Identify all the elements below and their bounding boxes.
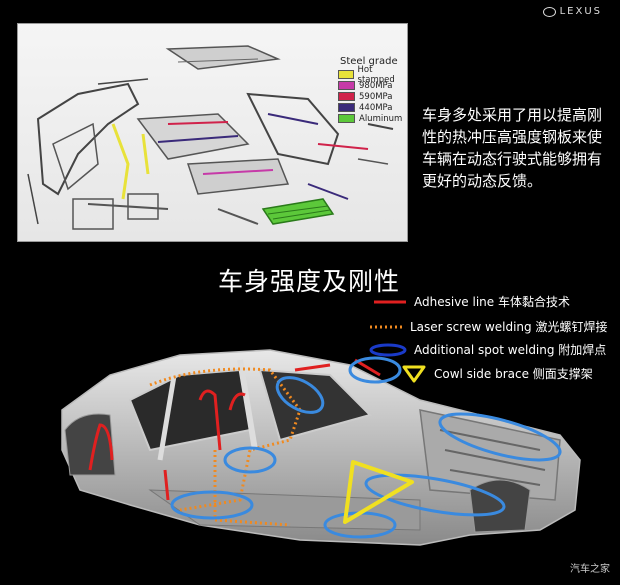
legend-swatch xyxy=(338,114,355,123)
headline: 车身强度及刚性 xyxy=(218,267,401,296)
red-line-icon xyxy=(374,300,406,303)
car-body-figure xyxy=(0,300,620,585)
orange-dots-icon xyxy=(370,325,402,328)
legend-swatch xyxy=(338,70,354,79)
annotation-additional-spot-welding: Additional spot welding 附加焊点 xyxy=(368,341,606,358)
legend-label: Aluminum xyxy=(359,113,403,124)
annotation-adhesive-line: Adhesive line 车体黏合技术 xyxy=(372,293,570,310)
legend-label: 980MPa xyxy=(359,80,393,91)
annotation-label: Adhesive line 车体黏合技术 xyxy=(414,295,570,309)
annotation-laser-screw-welding: Laser screw welding 激光螺钉焊接 xyxy=(368,318,607,335)
legend-label: 440MPa xyxy=(359,102,393,113)
legend-item: 980MPa xyxy=(338,80,407,91)
brand-name: LEXUS xyxy=(559,6,602,17)
annotation-label: Cowl side brace 侧面支撑架 xyxy=(434,366,593,381)
watermark: 汽车之家 xyxy=(570,564,610,575)
brand-logo: LEXUS xyxy=(542,6,602,17)
legend-item: 590MPa xyxy=(338,91,407,102)
legend-label: Hot stamped xyxy=(357,64,395,85)
blue-ellipse-icon xyxy=(369,343,407,356)
legend-item: 440MPa xyxy=(338,102,407,113)
legend-swatch xyxy=(338,103,355,112)
car-body-illustration xyxy=(61,349,581,546)
steel-grade-slide: Steel grade Hot stamped 980MPa 590MPa 44… xyxy=(17,23,408,242)
steel-grade-title: Steel grade xyxy=(340,56,398,67)
caption-text: 车身多处采用了用以提高刚性的热冲压高强度钢板来使车辆在动态行驶式能够拥有更好的动… xyxy=(422,106,603,190)
legend-label: 590MPa xyxy=(359,91,393,102)
legend-swatch xyxy=(338,92,355,101)
annotation-label: Laser screw welding 激光螺钉焊接 xyxy=(410,320,608,334)
legend-item: Aluminum xyxy=(338,113,407,124)
steel-grade-legend: Hot stamped 980MPa 590MPa 440MPa Aluminu… xyxy=(338,65,407,124)
annotation-cowl-side-brace: Cowl side brace 侧面支撑架 xyxy=(400,363,593,383)
legend-item: Hot stamped xyxy=(338,65,407,85)
lexus-emblem-icon xyxy=(542,6,556,17)
annotation-label: Additional spot welding 附加焊点 xyxy=(414,343,607,357)
legend-swatch xyxy=(338,81,355,90)
exploded-body-illustration xyxy=(27,45,394,230)
yellow-triangle-icon xyxy=(402,365,426,383)
